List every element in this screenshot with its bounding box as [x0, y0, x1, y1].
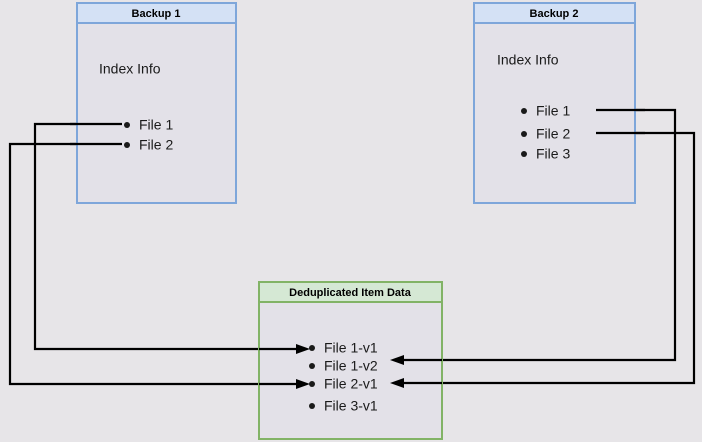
bullet-icon — [124, 122, 130, 128]
bullet-icon — [309, 345, 315, 351]
backup1-item-file2: File 2 — [124, 137, 173, 153]
backup2-item-label: File 2 — [536, 126, 570, 142]
backup1-header — [76, 2, 237, 24]
connector-overlay-segments — [70, 108, 645, 389]
backup2-title: Backup 2 — [530, 8, 579, 20]
dedup-item-label: File 1-v1 — [324, 340, 378, 356]
arrow-head-icon — [296, 344, 310, 354]
arrow-head-icon — [296, 379, 310, 389]
backup2-item-label: File 3 — [536, 146, 570, 162]
dedup-item-label: File 1-v2 — [324, 358, 378, 374]
arrow-head-icon — [390, 378, 404, 388]
backup2-header — [473, 2, 636, 24]
backup2-item-label: File 1 — [536, 103, 570, 119]
bullet-icon — [521, 151, 527, 157]
backup1-title: Backup 1 — [132, 8, 181, 20]
bullet-icon — [521, 108, 527, 114]
backup1-item-label: File 2 — [139, 137, 173, 153]
backup1-body — [76, 22, 237, 204]
dedup-item-label: File 2-v1 — [324, 376, 378, 392]
dedup-header — [258, 281, 443, 303]
bullet-icon — [309, 403, 315, 409]
bullet-icon — [309, 381, 315, 387]
bullet-icon — [309, 363, 315, 369]
backup2-body — [473, 22, 636, 204]
backup1-box[interactable]: Backup 1 Index Info File 1 File 2 — [76, 2, 237, 204]
backup2-index-info-label: Index Info — [497, 52, 559, 68]
bullet-icon — [124, 142, 130, 148]
bullet-icon — [521, 131, 527, 137]
dedup-item-file1v2: File 1-v2 — [309, 358, 378, 374]
dedup-title: Deduplicated Item Data — [289, 287, 412, 299]
backup2-item-file3: File 3 — [521, 146, 570, 162]
backup1-item-label: File 1 — [139, 117, 173, 133]
dedup-item-file3v1: File 3-v1 — [309, 398, 378, 414]
arrow-head-icon — [390, 355, 404, 365]
backup2-box[interactable]: Backup 2 Index Info File 1 File 2 File 3 — [473, 2, 636, 204]
backup2-item-file1: File 1 — [521, 103, 570, 119]
backup2-item-file2: File 2 — [521, 126, 570, 142]
dedup-item-file2v1: File 2-v1 — [309, 376, 378, 392]
dedup-item-file1v1: File 1-v1 — [309, 340, 378, 356]
backup1-item-file1: File 1 — [124, 117, 173, 133]
dedup-item-label: File 3-v1 — [324, 398, 378, 414]
backup1-index-info-label: Index Info — [99, 61, 161, 77]
dedup-box[interactable]: Deduplicated Item Data File 1-v1 File 1-… — [258, 281, 443, 440]
